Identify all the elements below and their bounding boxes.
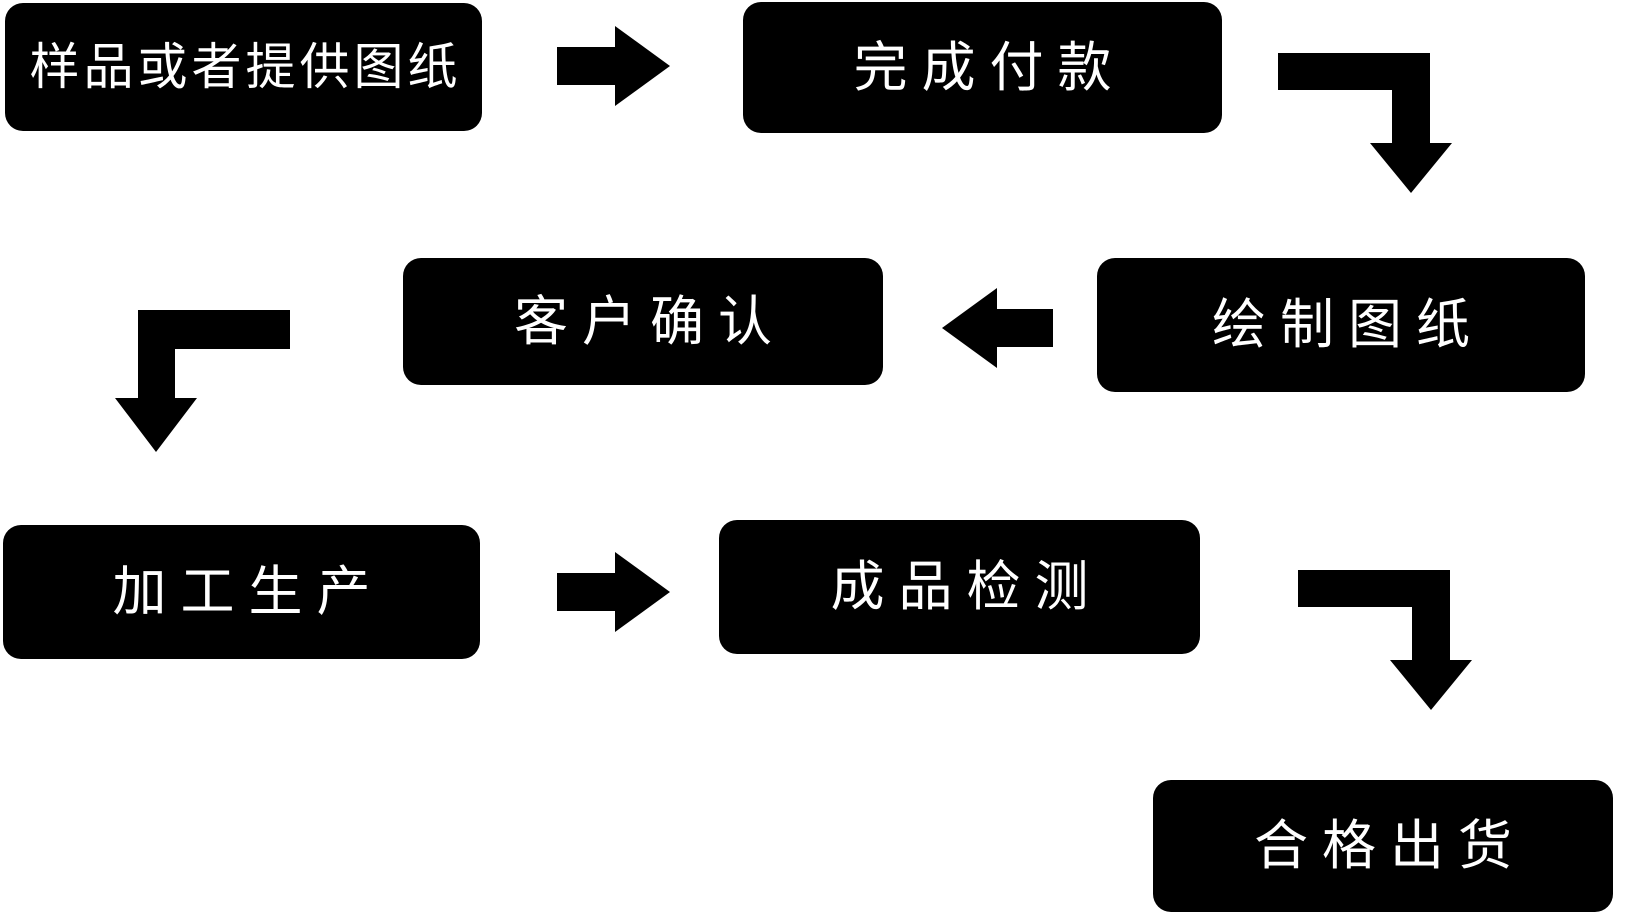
- flow-node-qualified-shipment: 合格出货: [1153, 780, 1613, 912]
- flow-node-customer-confirm: 客户确认: [403, 258, 883, 385]
- flow-node-finished-product-inspection: 成品检测: [719, 520, 1200, 654]
- flow-node-label: 绘制图纸: [1212, 295, 1484, 355]
- flow-node-label: 完成付款: [853, 37, 1126, 98]
- flow-node-sample-or-drawing: 样品或者提供图纸: [5, 3, 482, 131]
- flow-node-label: 合格出货: [1254, 816, 1526, 876]
- flow-node-label: 成品检测: [830, 557, 1103, 617]
- arrow-right-icon: [557, 26, 670, 106]
- flow-node-processing-production: 加工生产: [3, 525, 480, 659]
- elbow-arrow-down-left-icon: [115, 310, 290, 452]
- flow-node-complete-payment: 完成付款: [743, 2, 1222, 133]
- flow-node-label: 加工生产: [112, 562, 385, 622]
- elbow-arrow-down-icon: [1278, 53, 1452, 193]
- flow-node-label: 样品或者提供图纸: [29, 39, 462, 95]
- arrow-right-icon: [557, 552, 670, 632]
- flow-node-draw-drawings: 绘制图纸: [1097, 258, 1585, 392]
- elbow-arrow-down-icon: [1298, 570, 1472, 710]
- arrow-left-icon: [942, 288, 1053, 368]
- flow-node-label: 客户确认: [514, 291, 786, 352]
